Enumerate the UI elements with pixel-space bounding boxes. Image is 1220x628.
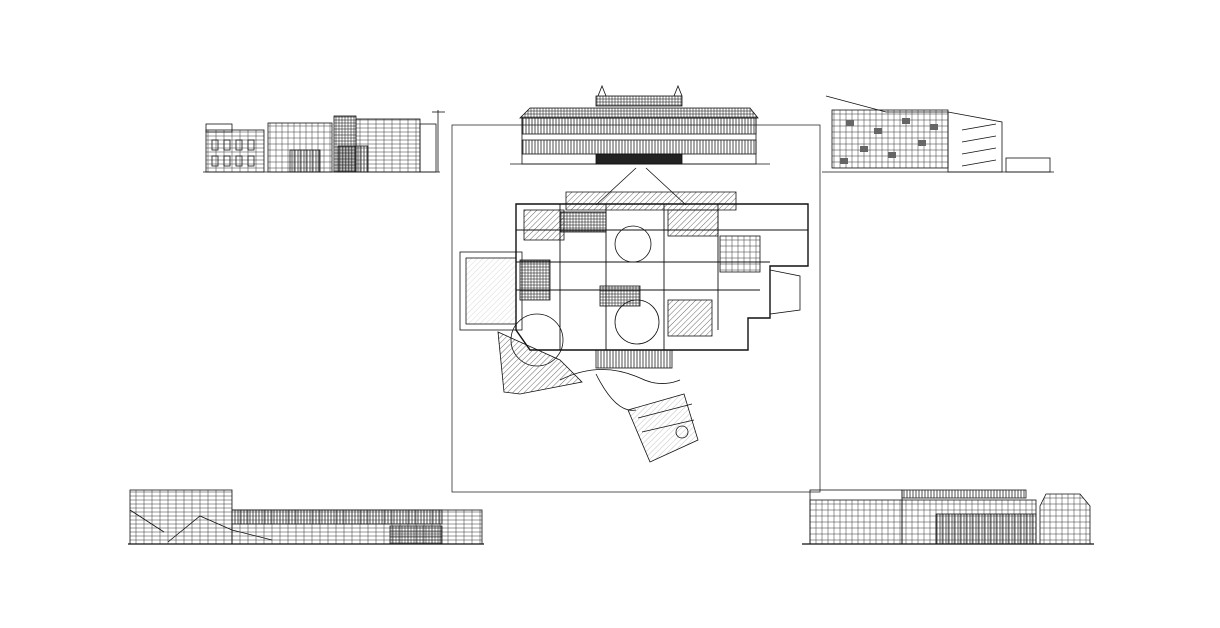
- elevation-top-left: [203, 110, 445, 173]
- elevation-top-center: [510, 84, 770, 165]
- site-plan: [451, 124, 821, 493]
- elevation-top-right: [822, 95, 1054, 173]
- elevation-bottom-right: [802, 489, 1094, 545]
- elevation-bottom-left: [128, 489, 484, 545]
